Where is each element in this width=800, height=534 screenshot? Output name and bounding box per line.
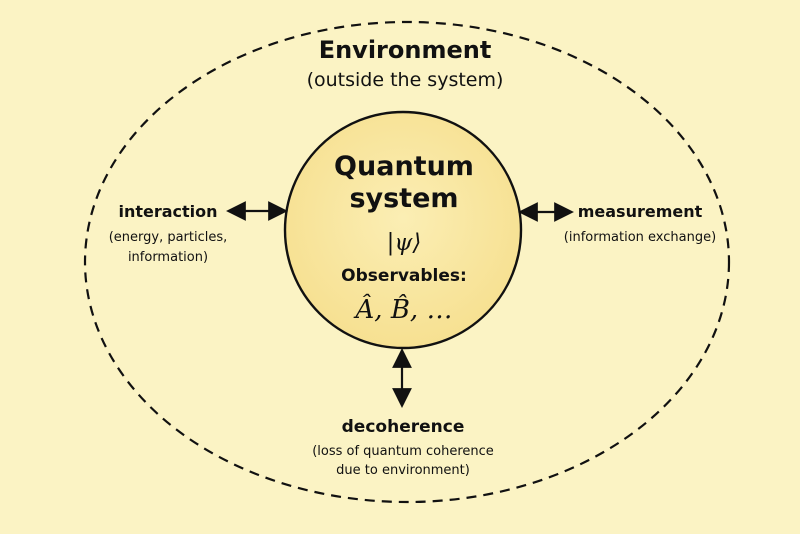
interaction-detail-line1: (energy, particles,	[109, 230, 228, 245]
decoherence-detail-line1: (loss of quantum coherence	[312, 444, 494, 459]
environment-title: Environment	[319, 36, 492, 64]
decoherence-label: decoherence	[342, 417, 465, 437]
measurement-label: measurement	[578, 202, 703, 221]
system-state-ket: |ψ⟩	[387, 230, 422, 256]
observables-operators: Â, B̂, …	[354, 293, 453, 325]
decoherence-detail-line2: due to environment)	[336, 463, 470, 478]
observables-label: Observables:	[341, 266, 467, 286]
interaction-label: interaction	[118, 202, 217, 221]
interaction-detail-line2: information)	[128, 250, 208, 265]
measurement-detail-line1: (information exchange)	[564, 230, 716, 245]
system-title-line2: system	[349, 183, 458, 214]
environment-subtitle: (outside the system)	[307, 69, 504, 91]
quantum-system-circle	[283, 110, 523, 350]
environment-boundary	[83, 20, 731, 504]
system-title-line1: Quantum	[334, 151, 474, 182]
